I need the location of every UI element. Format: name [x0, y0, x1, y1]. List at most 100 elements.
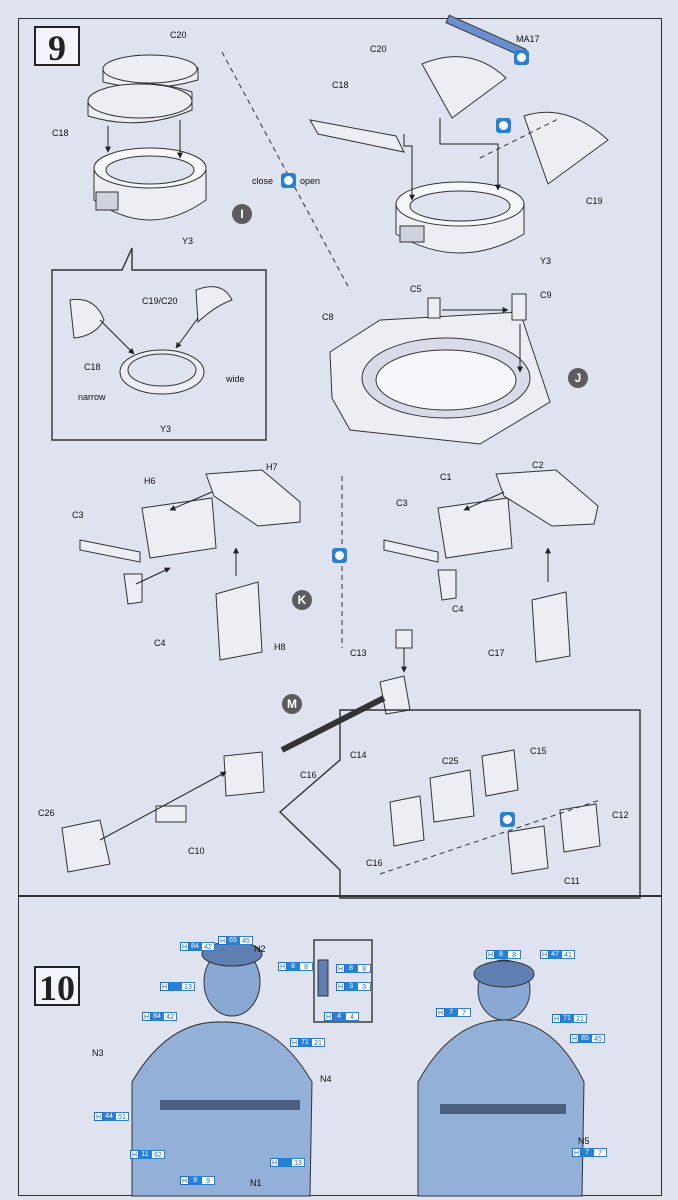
- part-c8-ring-base: [329, 311, 551, 445]
- substep-k: K: [292, 590, 312, 610]
- inset-label: Y3: [160, 424, 172, 434]
- part-label: MA17: [516, 34, 540, 44]
- part-label: C25: [442, 756, 459, 766]
- part-c18-left: [87, 83, 193, 124]
- step-10-number: 10: [34, 966, 80, 1008]
- part-label: C9: [540, 290, 552, 300]
- part-c19-hatch: [523, 111, 609, 185]
- figure-label: N2: [254, 944, 266, 954]
- part-y3-ring-right: [395, 181, 525, 254]
- part-label: C16: [366, 858, 383, 868]
- part-label: C10: [188, 846, 205, 856]
- part-label: C12: [612, 810, 629, 820]
- part-c1-mount: [437, 497, 513, 559]
- part-c11: [507, 825, 549, 875]
- figure-n-front: [131, 941, 313, 1197]
- part-c20-hatch: [421, 56, 507, 119]
- part-c18-bar: [309, 119, 405, 153]
- part-c26-breech: [61, 819, 111, 873]
- part-c13: [395, 629, 413, 649]
- part-h8-plate: [215, 581, 263, 661]
- inset-label: narrow: [78, 392, 106, 402]
- part-label: C15: [530, 746, 547, 756]
- part-label: H6: [144, 476, 156, 486]
- part-label: C2: [532, 460, 544, 470]
- part-label: C13: [350, 648, 367, 658]
- part-c5: [427, 297, 441, 319]
- substep-j: J: [568, 368, 588, 388]
- part-label: C11: [564, 876, 580, 886]
- legend-close-label: close: [252, 176, 274, 186]
- part-label: C17: [488, 648, 505, 658]
- part-label: C8: [322, 312, 334, 322]
- legend-open-label: open: [300, 176, 321, 186]
- part-label: C5: [410, 284, 422, 294]
- open-close-icon: [496, 118, 511, 133]
- part-c4-left: [123, 573, 143, 605]
- part-c14-barrel: [280, 695, 386, 753]
- part-label: C20: [370, 44, 387, 54]
- part-label: C4: [154, 638, 166, 648]
- part-label: H8: [274, 642, 286, 652]
- substep-i: I: [232, 204, 252, 224]
- paint-drop-icon: [514, 50, 529, 65]
- part-c10: [155, 805, 187, 823]
- open-close-icon: [500, 812, 515, 827]
- figure-label: N5: [578, 1136, 590, 1146]
- part-label: C1: [440, 472, 452, 482]
- part-label: C26: [38, 808, 55, 818]
- figure-label: N1: [250, 1178, 262, 1188]
- part-label: C4: [452, 604, 464, 614]
- part-h6-mount: [141, 497, 217, 559]
- inset-label: C18: [84, 362, 101, 372]
- part-c3-right: [383, 539, 439, 563]
- part-c15: [481, 749, 519, 797]
- part-h7-bracket: [205, 469, 301, 527]
- part-c2-bracket: [495, 469, 599, 527]
- part-label: C3: [396, 498, 408, 508]
- inset-label: C19/C20: [142, 296, 178, 306]
- part-c9: [511, 293, 527, 321]
- part-c3-left: [79, 539, 141, 563]
- part-label: C18: [52, 128, 69, 138]
- open-close-icon: [332, 548, 347, 563]
- part-label: C20: [170, 30, 187, 40]
- part-label: C18: [332, 80, 349, 90]
- part-c12: [559, 803, 601, 853]
- figure-n-back: [417, 959, 585, 1197]
- part-c25: [429, 769, 475, 823]
- goggle-inset-frame: [313, 939, 373, 1023]
- part-c4-right: [437, 569, 457, 601]
- part-label: Y3: [182, 236, 194, 246]
- open-close-icon: [281, 173, 296, 188]
- figure-label: N4: [320, 1074, 332, 1084]
- part-label: C19: [586, 196, 603, 206]
- part-c16-block: [223, 751, 265, 797]
- part-label: H7: [266, 462, 278, 472]
- inset-label: wide: [226, 374, 245, 384]
- part-label: C16: [300, 770, 317, 780]
- figure-label: N3: [92, 1048, 104, 1058]
- part-label: C3: [72, 510, 84, 520]
- step-9-number: 9: [34, 26, 80, 68]
- part-c20-top: [102, 54, 199, 88]
